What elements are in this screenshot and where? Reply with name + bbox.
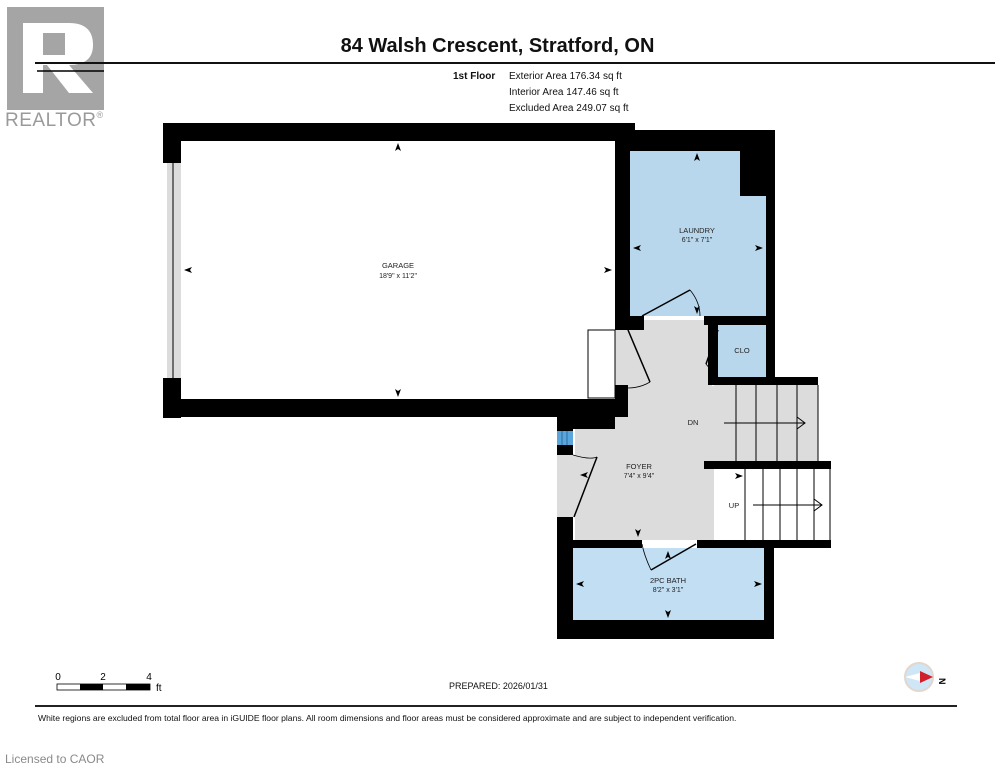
garage-dims: 18'9" x 11'2" [379,273,417,280]
registered-mark: ® [96,110,104,120]
bath-label: 2PC BATH [650,576,686,585]
walls [163,123,831,639]
license-text: Licensed to CAOR [5,752,105,766]
compass-north-label: N [937,678,947,685]
foyer-floor [575,320,714,540]
garage-door-opening [167,163,181,379]
closet-label: CLO [734,346,750,355]
dimension-arrows [184,143,763,618]
disclaimer-text: White regions are excluded from total fl… [38,713,737,723]
garage-label: GARAGE [382,261,414,270]
laundry-label: LAUNDRY [679,226,715,235]
scale-unit: ft [156,683,162,694]
prepared-date: PREPARED: 2026/01/31 [449,681,548,691]
laundry-dims: 6'1" x 7'1" [682,237,713,244]
stair-treads [724,385,831,540]
scale-tick-2: 2 [100,672,106,683]
realtor-brand-text: REALTOR [5,110,97,131]
scale-tick-0: 0 [55,672,61,683]
window-icon [557,431,573,445]
realtor-wordmark: REALTOR® [5,110,104,132]
page-title: 84 Walsh Crescent, Stratford, ON [340,35,655,57]
garage-step [587,329,616,399]
footer-divider [35,705,957,707]
closet-floor [718,325,766,377]
north-compass-icon [904,662,934,692]
entry-door-opening [557,455,575,517]
foyer-label: FOYER [626,462,652,471]
exterior-area: Exterior Area 176.34 sq ft [509,71,622,82]
scale-tick-4: 4 [146,672,152,683]
garage-floor [181,141,615,399]
door-swings [572,289,719,571]
stairs-up-label: UP [729,501,739,510]
bath-dims: 8'2" x 3'1" [653,587,684,594]
laundry-floor [630,151,766,316]
floor-label: 1st Floor [453,71,496,82]
realtor-logo [7,7,104,110]
stairs-down-label: DN [688,418,699,427]
title-divider [35,62,995,64]
stairs-up [745,468,830,538]
scale-bar [56,683,151,691]
foyer-dims: 7'4" x 9'4" [624,473,655,480]
excluded-area: Excluded Area 249.07 sq ft [509,103,629,114]
realtor-r-icon [23,23,104,93]
interior-area: Interior Area 147.46 sq ft [509,87,619,98]
